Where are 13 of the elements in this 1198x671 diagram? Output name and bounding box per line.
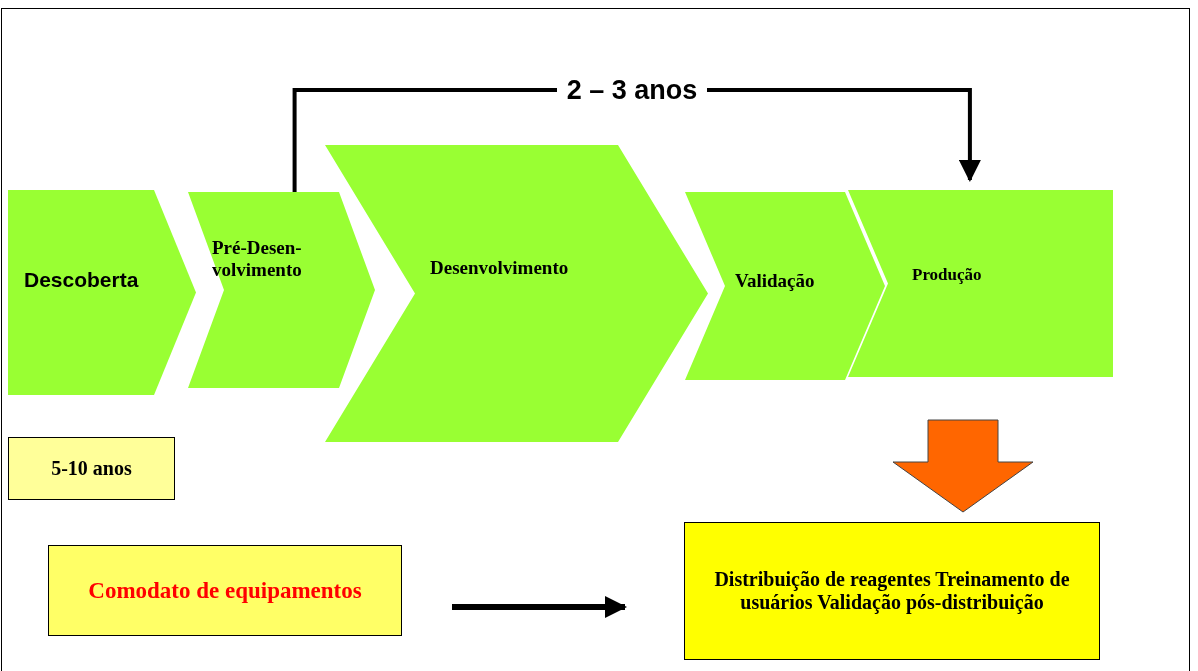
duration-box: 5-10 anos [8,437,175,500]
stage-label: Validação [735,270,816,292]
process-step [848,190,1113,377]
arrow [452,596,627,618]
stage-label: Desenvolvimento [430,257,570,279]
activity-box: Distribuição de reagentes Treinamento de usuários Validação pós-distribuição [684,522,1100,660]
process-step [8,190,196,395]
stage-label: Produção [912,265,983,285]
process-step [685,192,885,380]
block-arrow [892,419,1034,513]
process-step [188,192,375,388]
note-box: Comodato de equipamentos [48,545,402,636]
stage-label: Descoberta [24,268,140,292]
